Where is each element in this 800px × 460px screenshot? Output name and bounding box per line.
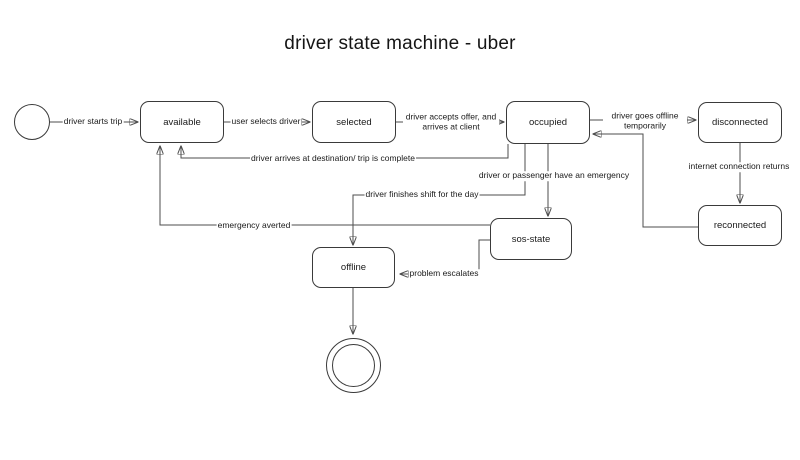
state-available: available xyxy=(140,101,224,143)
state-disconnected: disconnected xyxy=(698,102,782,143)
state-occupied: occupied xyxy=(506,101,590,144)
state-selected: selected xyxy=(312,101,396,143)
final-state-circle xyxy=(326,338,381,393)
final-state-inner-circle xyxy=(332,344,375,387)
edge-reconnected-occupied xyxy=(593,134,698,228)
edge-label-driver-goes-offline: driver goes offline temporarily xyxy=(603,111,687,131)
edge-label-emergency-averted: emergency averted xyxy=(216,220,292,231)
state-offline-label: offline xyxy=(340,262,367,273)
edge-label-finishes-shift: driver finishes shift for the day xyxy=(364,189,480,200)
edge-label-emergency: driver or passenger have an emergency xyxy=(477,170,631,181)
state-disconnected-label: disconnected xyxy=(712,117,768,128)
diagram-title: driver state machine - uber xyxy=(284,33,516,54)
state-reconnected-label: reconnected xyxy=(713,220,767,231)
edge-label-user-selects-driver: user selects driver xyxy=(230,116,302,127)
state-sos: sos-state xyxy=(490,218,572,260)
edge-label-problem-escalates: problem escalates xyxy=(408,268,480,279)
edge-sos-available xyxy=(160,146,490,226)
state-occupied-label: occupied xyxy=(528,117,568,128)
initial-state-circle xyxy=(14,104,50,140)
state-selected-label: selected xyxy=(336,116,372,128)
edge-label-driver-starts-trip: driver starts trip xyxy=(62,116,124,127)
state-reconnected: reconnected xyxy=(698,205,782,246)
edge-label-trip-complete: driver arrives at destination/ trip is c… xyxy=(250,153,416,164)
edge-label-driver-accepts-offer: driver accepts offer, and arrives at cli… xyxy=(403,112,499,132)
state-offline: offline xyxy=(312,247,395,288)
edge-label-internet-returns: internet connection returns xyxy=(687,161,791,172)
state-available-label: available xyxy=(163,116,201,128)
state-sos-label: sos-state xyxy=(511,233,551,245)
